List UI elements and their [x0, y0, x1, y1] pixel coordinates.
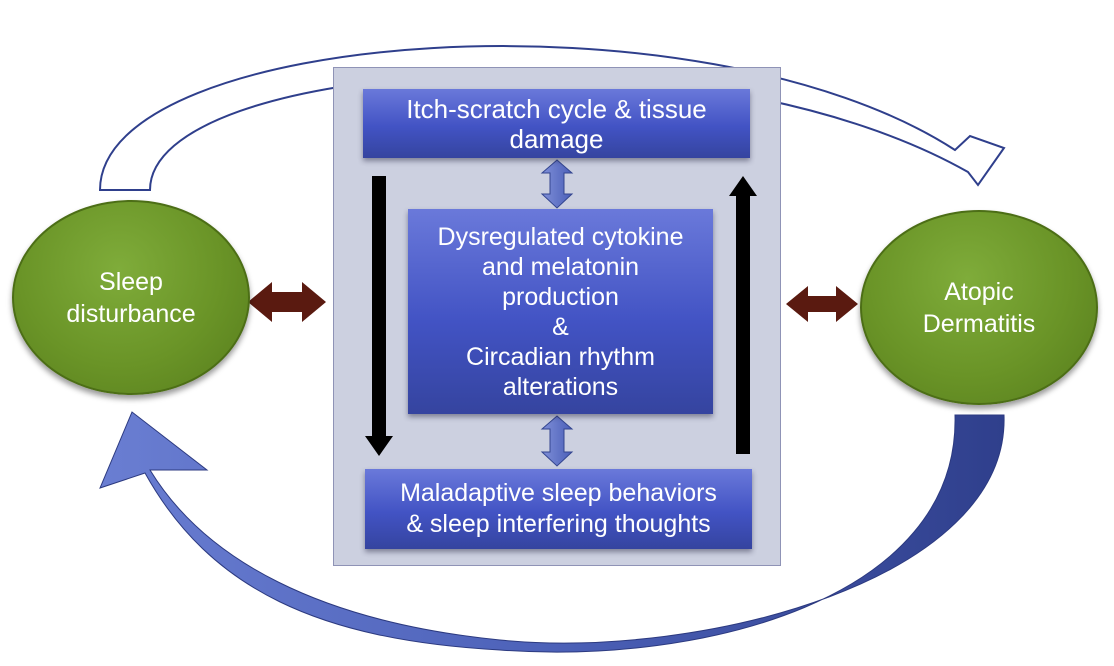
cytokine-melatonin-box: Dysregulated cytokine and melatonin prod…	[408, 209, 713, 414]
bottom-curved-arrow	[99, 411, 1005, 653]
mid-line-3: production	[502, 282, 619, 311]
itch-scratch-line-2: damage	[509, 123, 604, 154]
right-double-arrow	[786, 286, 858, 322]
mid-line-5: Circadian rhythm	[466, 342, 655, 371]
maladaptive-line-1: Maladaptive sleep behaviors	[400, 479, 717, 507]
right-up-arrow	[729, 176, 757, 454]
mid-line-2: and melatonin	[481, 252, 640, 281]
left-down-arrow	[365, 176, 393, 456]
left-double-arrow	[248, 282, 326, 322]
mid-line-1: Dysregulated cytokine	[437, 222, 684, 251]
atopic-dermatitis-line-1: Atopic	[944, 277, 1014, 306]
maladaptive-behaviors-box: Maladaptive sleep behaviors & sleep inte…	[365, 469, 752, 549]
lower-vertical-double-arrow	[540, 415, 574, 467]
sleep-disturbance-line-2: disturbance	[66, 299, 196, 328]
upper-vertical-double-arrow	[540, 159, 574, 209]
sleep-disturbance-node: Sleep disturbance	[12, 200, 250, 395]
sleep-disturbance-line-1: Sleep	[99, 267, 163, 296]
mid-line-4: &	[552, 312, 569, 341]
mid-line-6: alterations	[502, 372, 619, 401]
itch-scratch-box: Itch-scratch cycle & tissue damage	[363, 89, 750, 158]
maladaptive-line-2: & sleep interfering thoughts	[406, 510, 711, 538]
atopic-dermatitis-line-2: Dermatitis	[922, 309, 1036, 338]
itch-scratch-line-1: Itch-scratch cycle & tissue	[406, 93, 707, 124]
atopic-dermatitis-node: Atopic Dermatitis	[860, 210, 1098, 405]
